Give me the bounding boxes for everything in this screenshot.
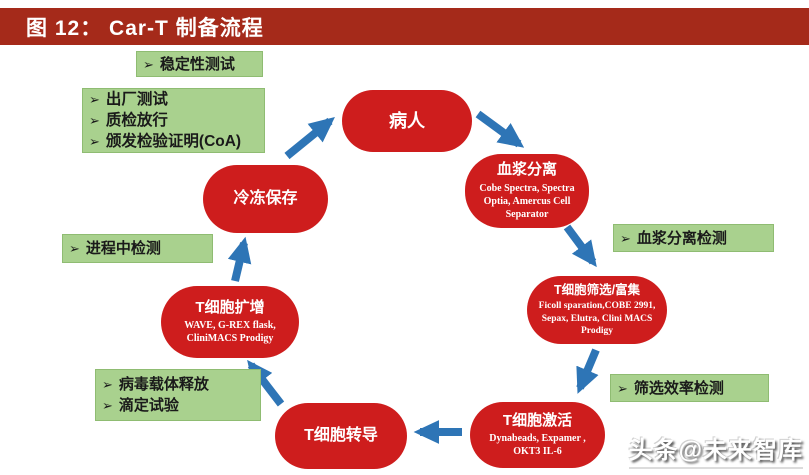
figure-title: 图 12： Car-T 制备流程 bbox=[26, 16, 264, 40]
arrow-selection-to-activation bbox=[576, 348, 600, 394]
arrow-patient-to-plasma bbox=[475, 110, 525, 148]
bullet-arrow-icon: ➢ bbox=[89, 92, 100, 107]
node-patient-label: 病人 bbox=[389, 110, 425, 131]
bullet-arrow-icon: ➢ bbox=[143, 56, 154, 72]
node-plasma-label: 血浆分离 bbox=[496, 161, 557, 179]
bullet-arrow-icon: ➢ bbox=[620, 230, 631, 246]
note-text: 筛选效率检测 bbox=[633, 379, 724, 397]
note-text: 质检放行 bbox=[105, 112, 168, 129]
arrow-expansion-to-cryo bbox=[227, 236, 252, 282]
note-release-tests: ➢ 出厂测试 ➢ 质检放行 ➢ 颁发检验证明(CoA) bbox=[82, 88, 265, 153]
node-cryo-label: 冷冻保存 bbox=[233, 190, 298, 207]
node-plasma-separation: 血浆分离 Cobe Spectra, Spectra Optia, Amercu… bbox=[465, 154, 589, 228]
note-viral-vector: ➢ 病毒载体释放 ➢ 滴定试验 bbox=[95, 369, 261, 421]
arrow-plasma-to-selection bbox=[563, 224, 597, 268]
node-tcell-activation: T细胞激活 Dynabeads, Expamer , OKT3 IL-6 bbox=[470, 402, 605, 468]
note-line: ➢ 颁发检验证明(CoA) bbox=[89, 131, 256, 152]
node-plasma-equipment: Cobe Spectra, Spectra Optia, Amercus Cel… bbox=[479, 182, 575, 220]
note-line: ➢ 筛选效率检测 bbox=[617, 378, 760, 399]
node-selection-equipment: Ficoll sparation,COBE 2991, Sepax, Elutr… bbox=[538, 301, 656, 336]
node-expansion-label: T细胞扩增 bbox=[195, 298, 265, 316]
node-cryopreservation: 冷冻保存 bbox=[203, 165, 328, 233]
node-activation-label: T细胞激活 bbox=[502, 411, 573, 429]
figure-title-bar: 图 12： Car-T 制备流程 bbox=[0, 8, 809, 45]
note-text: 稳定性测试 bbox=[159, 55, 235, 73]
note-line: ➢ 质检放行 bbox=[89, 110, 256, 131]
arrow-cryo-to-patient bbox=[284, 116, 335, 160]
note-stability-test: ➢ 稳定性测试 bbox=[136, 51, 263, 77]
note-line: ➢ 进程中检测 bbox=[69, 238, 204, 259]
node-patient: 病人 bbox=[342, 90, 472, 152]
note-line: ➢ 稳定性测试 bbox=[143, 54, 254, 75]
note-text: 病毒载体释放 bbox=[118, 376, 209, 393]
node-expansion-equipment: WAVE, G-REX flask, CliniMACS Prodigy bbox=[184, 320, 276, 345]
bullet-arrow-icon: ➢ bbox=[617, 380, 628, 396]
note-line: ➢ 滴定试验 bbox=[102, 395, 252, 416]
node-tcell-transduction: T细胞转导 bbox=[275, 403, 407, 469]
note-text: 进程中检测 bbox=[85, 240, 161, 257]
note-screening-efficiency-test: ➢ 筛选效率检测 bbox=[610, 374, 769, 402]
bullet-arrow-icon: ➢ bbox=[89, 113, 100, 128]
note-text: 滴定试验 bbox=[118, 397, 179, 414]
note-text: 颁发检验证明(CoA) bbox=[105, 133, 242, 150]
node-activation-equipment: Dynabeads, Expamer , OKT3 IL-6 bbox=[489, 433, 586, 458]
note-line: ➢ 血浆分离检测 bbox=[620, 228, 765, 249]
node-tcell-selection: T细胞筛选/富集 Ficoll sparation,COBE 2991, Sep… bbox=[527, 276, 667, 344]
watermark-toutiao: 头条@未来智库 bbox=[628, 430, 803, 469]
note-inprocess-test: ➢ 进程中检测 bbox=[62, 234, 213, 263]
node-selection-label: T细胞筛选/富集 bbox=[553, 282, 641, 297]
node-transduction-label: T细胞转导 bbox=[304, 427, 378, 444]
note-line: ➢ 出厂测试 bbox=[89, 89, 256, 110]
bullet-arrow-icon: ➢ bbox=[69, 241, 80, 256]
bullet-arrow-icon: ➢ bbox=[89, 134, 100, 149]
note-line: ➢ 病毒载体释放 bbox=[102, 374, 252, 395]
node-tcell-expansion: T细胞扩增 WAVE, G-REX flask, CliniMACS Prodi… bbox=[161, 286, 299, 358]
note-text: 血浆分离检测 bbox=[636, 229, 727, 247]
note-text: 出厂测试 bbox=[105, 91, 168, 108]
bullet-arrow-icon: ➢ bbox=[102, 377, 113, 392]
note-plasma-separation-test: ➢ 血浆分离检测 bbox=[613, 224, 774, 252]
bullet-arrow-icon: ➢ bbox=[102, 398, 113, 413]
